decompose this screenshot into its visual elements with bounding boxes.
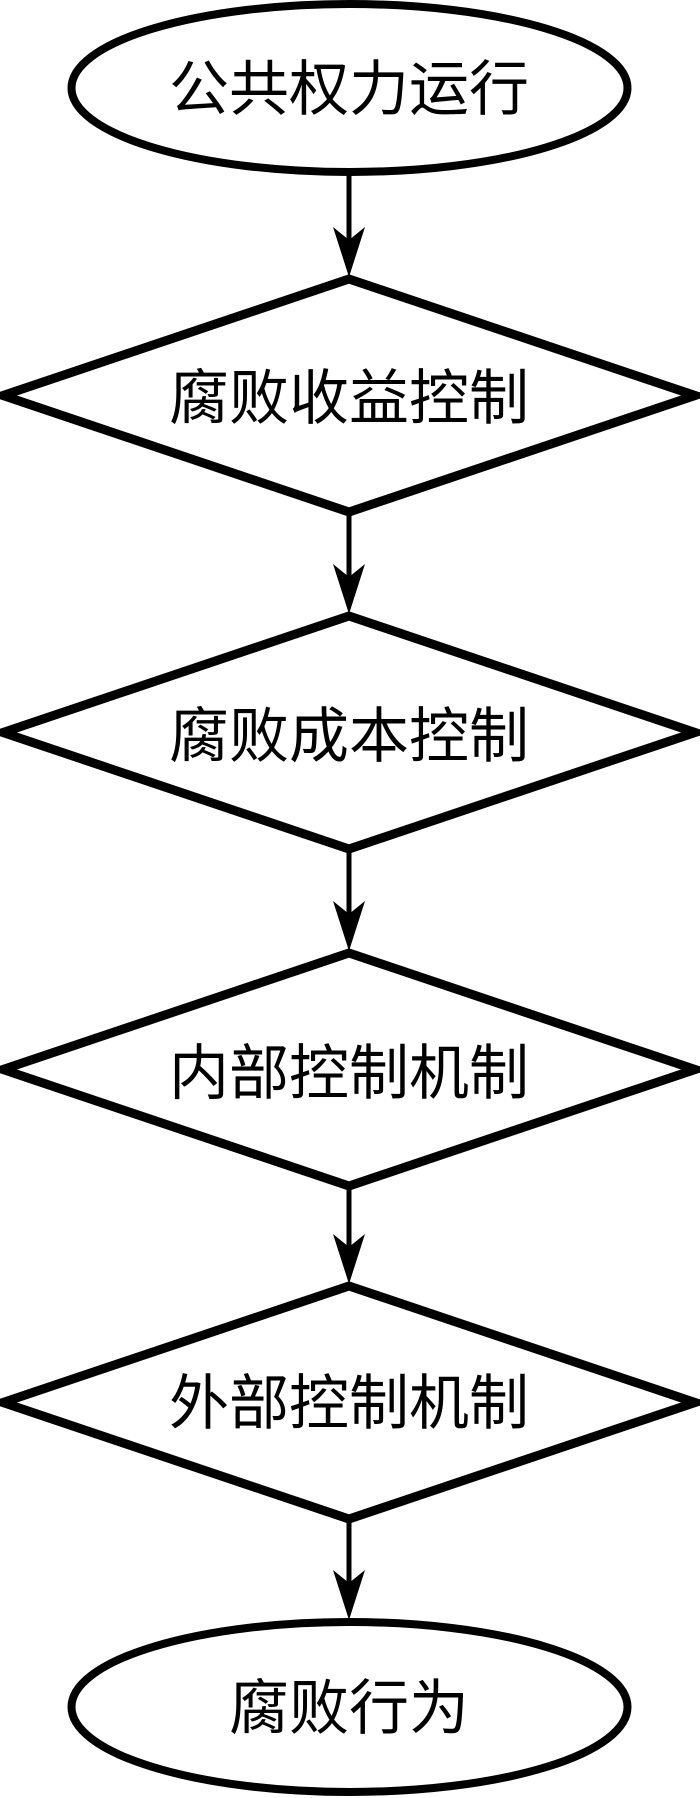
connector-arrow — [333, 1187, 365, 1284]
diamond-shape — [0, 274, 700, 517]
diamond-shape — [0, 948, 700, 1191]
node-decision-1: 腐败收益控制 — [0, 274, 700, 517]
diamond-shape — [0, 1281, 700, 1524]
node-end: 腐败行为 — [67, 1618, 632, 1796]
node-decision-3: 内部控制机制 — [0, 948, 700, 1191]
node-start: 公共权力运行 — [67, 0, 632, 176]
node-label: 外部控制机制 — [169, 1371, 529, 1437]
connector-arrow — [333, 1521, 365, 1620]
connector-arrow — [333, 850, 365, 951]
arrowhead — [333, 1234, 365, 1284]
node-label: 腐败行为 — [229, 1676, 469, 1742]
arrowhead — [333, 227, 365, 277]
node-label: 腐败成本控制 — [169, 704, 529, 770]
node-decision-2: 腐败成本控制 — [0, 611, 700, 854]
diamond-shape — [0, 611, 700, 854]
connector-arrow — [333, 170, 365, 277]
node-decision-4: 外部控制机制 — [0, 1281, 700, 1524]
arrowhead — [333, 1570, 365, 1620]
node-label: 内部控制机制 — [169, 1041, 529, 1107]
node-label: 公共权力运行 — [169, 57, 529, 123]
connector-arrow — [333, 513, 365, 614]
arrowhead — [333, 901, 365, 951]
arrowhead — [333, 564, 365, 614]
ellipse-shape — [67, 1618, 632, 1796]
node-label: 腐败收益控制 — [169, 366, 529, 432]
